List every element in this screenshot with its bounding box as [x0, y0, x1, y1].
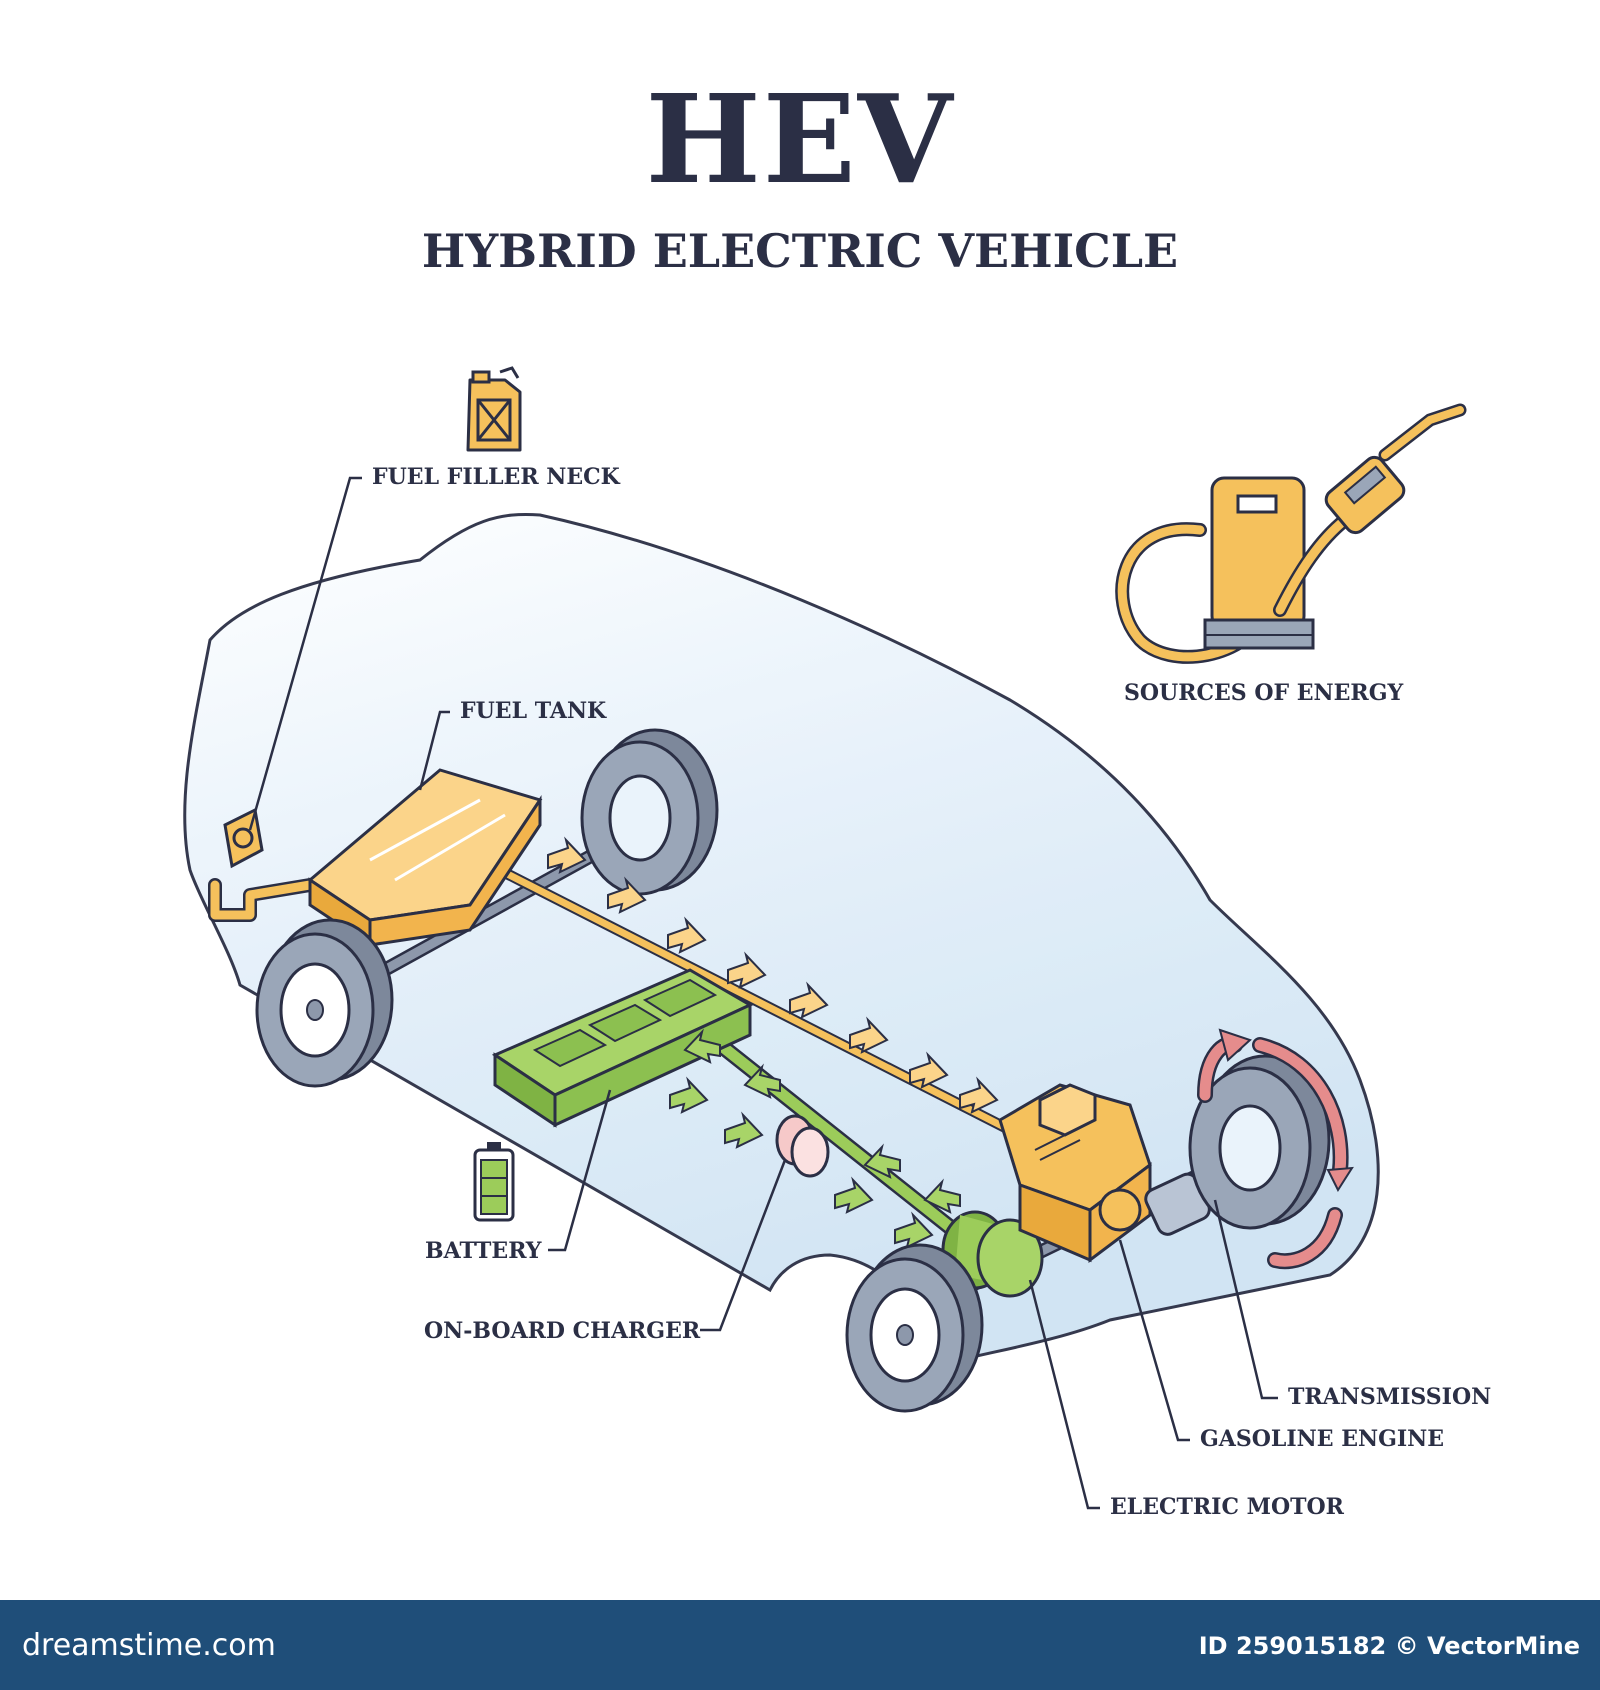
label-gasoline-engine: GASOLINE ENGINE	[1200, 1426, 1445, 1452]
fuel-tank	[307, 768, 543, 948]
footer-id-credit: ID 259015182 © VectorMine	[1198, 1632, 1580, 1660]
page-subtitle: HYBRID ELECTRIC VEHICLE	[421, 224, 1179, 278]
label-fuel-tank: FUEL TANK	[460, 698, 607, 724]
fuel-flow-arrows	[547, 836, 999, 1114]
gasoline-engine	[998, 1083, 1152, 1263]
on-board-charger	[775, 1114, 830, 1178]
wheel-rear-left	[255, 918, 394, 1088]
leader-lines	[248, 476, 1278, 1510]
wheel-front-left	[845, 1243, 984, 1413]
hev-diagram	[183, 366, 1467, 1510]
footer-brand[interactable]: dreamstime.com	[22, 1628, 276, 1663]
page-title: HEV	[645, 67, 955, 211]
rotation-arrows	[1197, 1028, 1354, 1270]
label-electric-motor: ELECTRIC MOTOR	[1110, 1494, 1344, 1520]
label-on-board-charger: ON-BOARD CHARGER	[424, 1318, 701, 1344]
battery-icon	[473, 1142, 515, 1222]
fuel-pump-icon	[1115, 476, 1352, 664]
wheel-rear-right	[580, 728, 719, 896]
label-transmission: TRANSMISSION	[1288, 1384, 1492, 1410]
jerry-can-icon	[466, 366, 522, 452]
label-fuel-filler-neck: FUEL FILLER NECK	[372, 464, 620, 490]
label-battery: BATTERY	[425, 1238, 542, 1264]
footer-bar: dreamstime.com ID 259015182 © VectorMine	[0, 1600, 1600, 1690]
electric-flow-arrows	[669, 1028, 961, 1249]
wheel-front-right	[1188, 1054, 1331, 1230]
fuel-filler-neck	[208, 807, 347, 922]
label-sources-of-energy: SOURCES OF ENERGY	[1124, 680, 1404, 706]
fuel-nozzle-icon	[1324, 403, 1467, 535]
